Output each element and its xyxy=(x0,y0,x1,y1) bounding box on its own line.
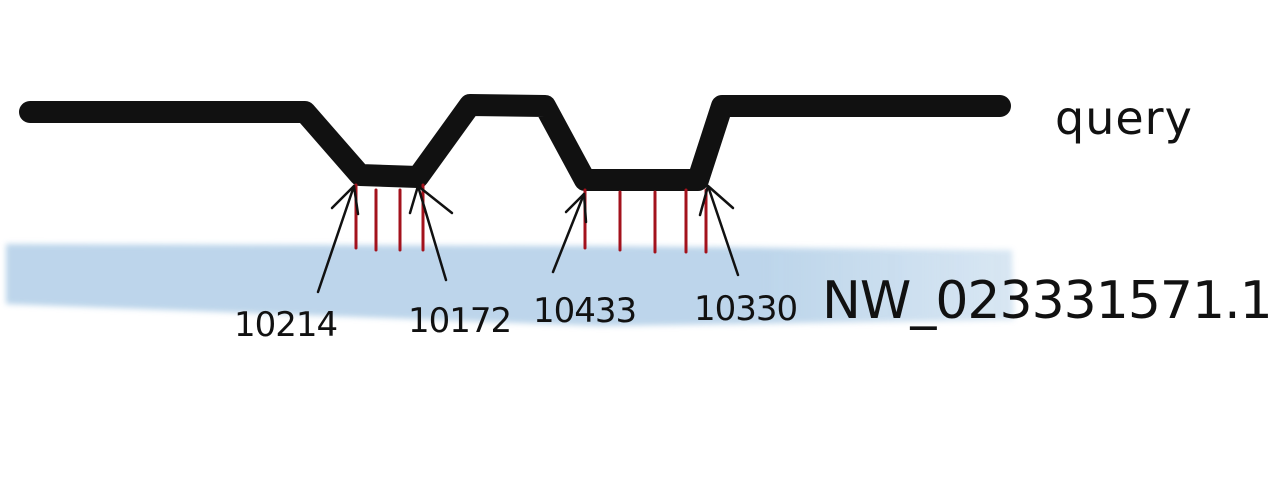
arrow-10330 xyxy=(698,184,740,277)
arrow-10172 xyxy=(408,184,454,282)
query-line xyxy=(19,94,1011,191)
match-ticks-left xyxy=(354,183,425,252)
breakpoint-label: 10172 xyxy=(408,301,511,341)
subject-label: NW_023331571.1 xyxy=(822,271,1272,331)
breakpoint-label: 10214 xyxy=(234,305,337,345)
arrow-10214 xyxy=(316,184,360,294)
breakpoint-arrows xyxy=(316,184,740,294)
breakpoint-label: 10433 xyxy=(533,291,636,331)
query-label: query xyxy=(1055,91,1193,145)
arrow-10433 xyxy=(551,192,588,274)
breakpoint-label: 10330 xyxy=(694,289,797,329)
subject-band xyxy=(6,244,1014,326)
match-ticks-right xyxy=(583,188,708,254)
